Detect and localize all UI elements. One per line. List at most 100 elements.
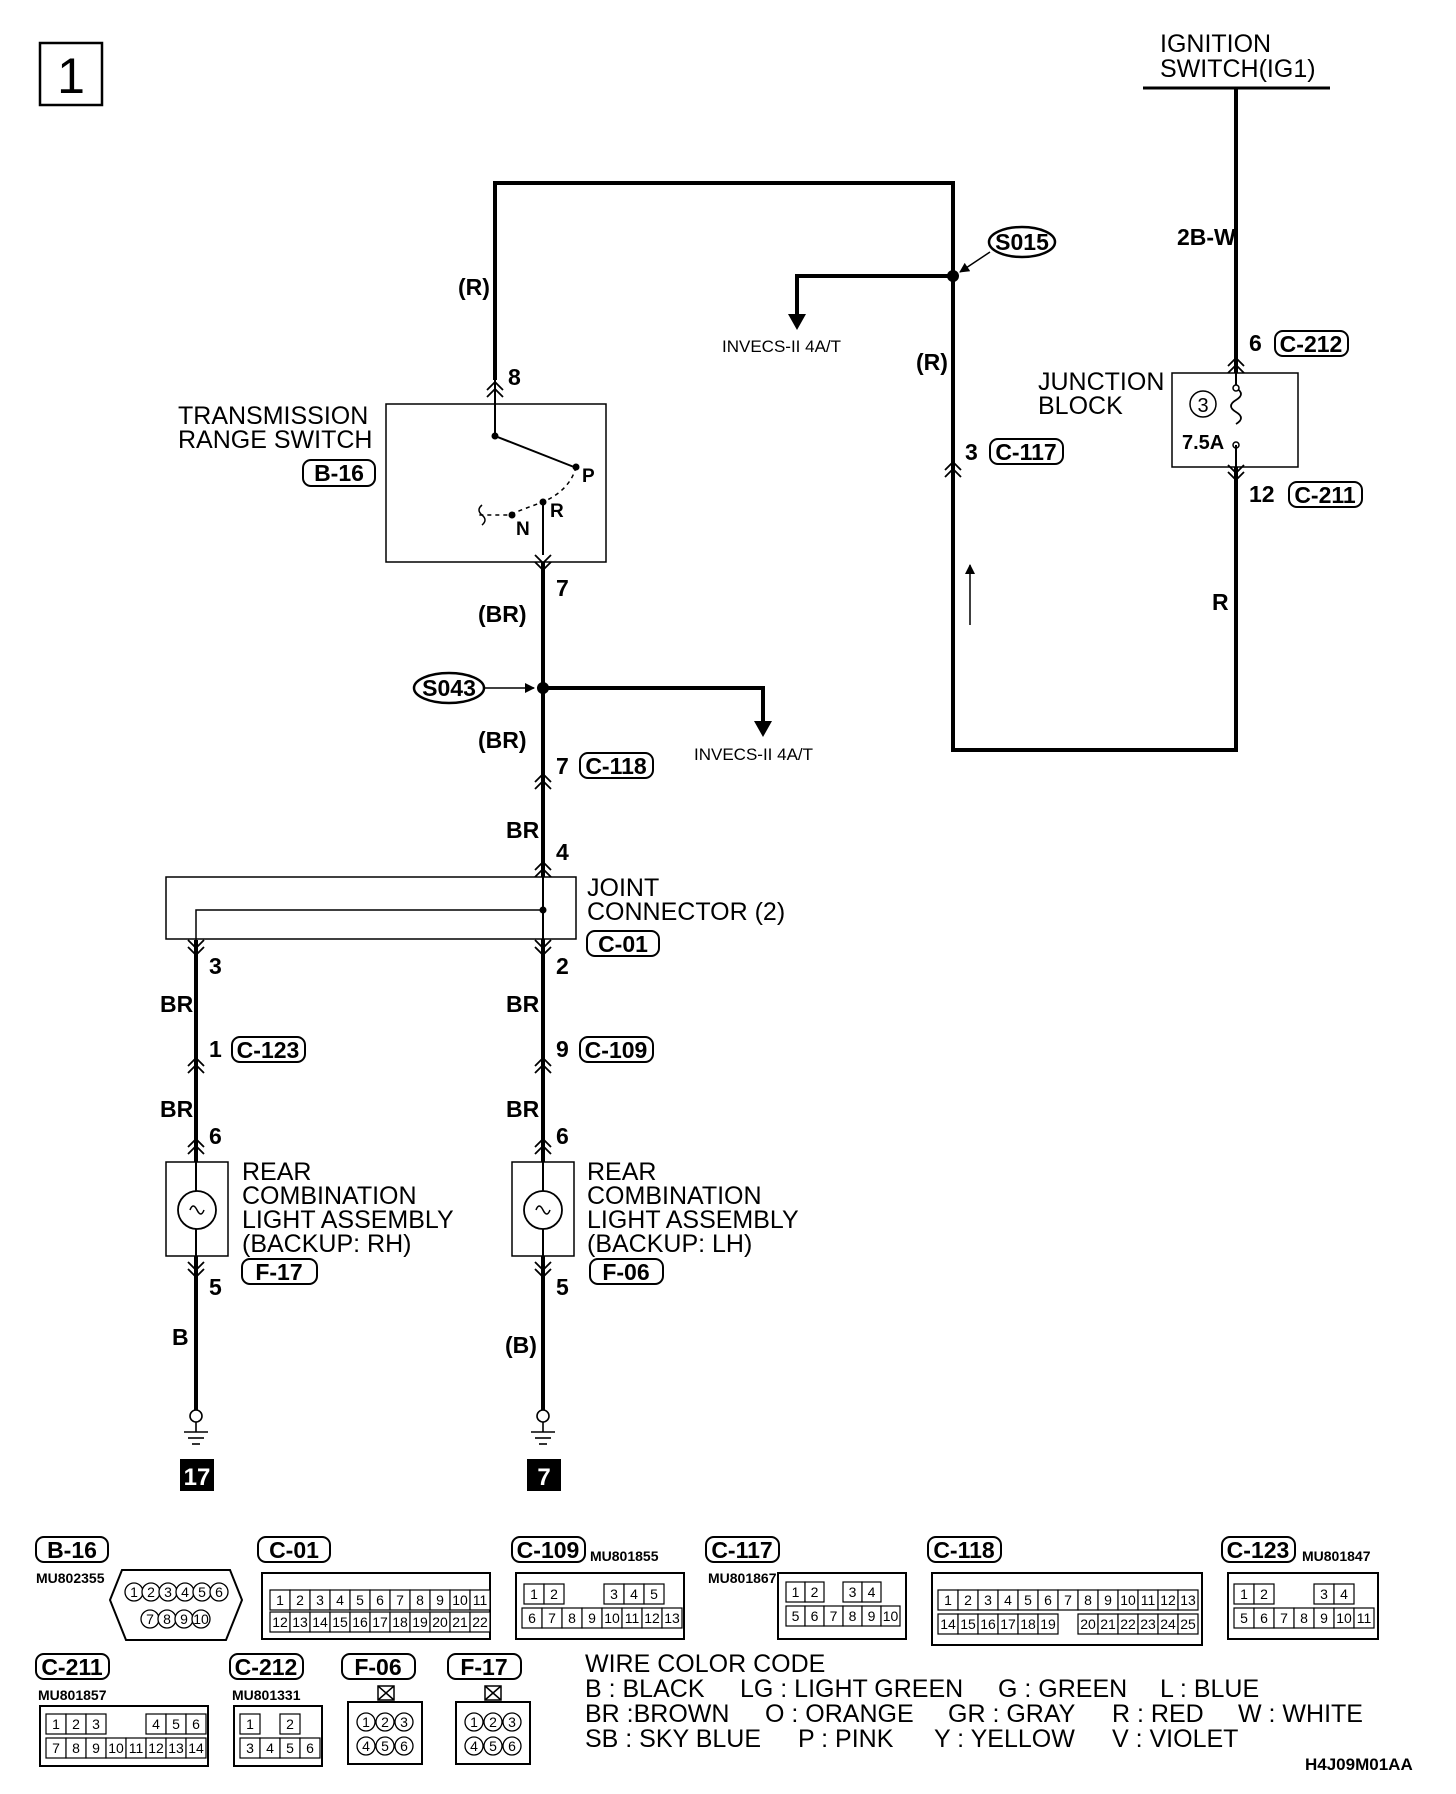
pin-cell-label: 5 (489, 1738, 497, 1754)
pin-cell-label: 1 (944, 1592, 952, 1608)
pin-cell-label: 4 (630, 1586, 638, 1602)
invecs-label-top: INVECS-II 4A/T (722, 337, 841, 356)
pin-cell-label: 14 (312, 1614, 328, 1630)
ref-label-f17: F-17 (255, 1259, 302, 1285)
trs-label-r: R (550, 501, 564, 522)
ignition-label-1: IGNITION (1160, 30, 1271, 58)
pin-cell-label: 5 (1024, 1592, 1032, 1608)
pin-cell-label: 20 (432, 1614, 448, 1630)
pin-cell (356, 1712, 376, 1732)
ref-box-c117 (989, 438, 1064, 465)
pin-cell-label: 22 (1120, 1616, 1136, 1632)
pin-cell-label: 15 (332, 1614, 348, 1630)
pin-cell-label: 3 (400, 1714, 408, 1730)
pin-cell-label: 3 (1320, 1586, 1328, 1602)
pin-cell-label: 8 (72, 1740, 80, 1756)
pin-cell-label: 4 (868, 1584, 876, 1600)
face-c109-shell (515, 1572, 685, 1640)
joint-connector-label-2: CONNECTOR (2) (587, 898, 785, 926)
pin-cell-label: 10 (193, 1611, 209, 1627)
pin-cell (464, 1736, 484, 1756)
color-code-r: R : RED (1112, 1700, 1204, 1728)
pin-cell-label: 6 (376, 1592, 384, 1608)
pin-cell (209, 1582, 229, 1602)
face-ref-c211 (35, 1653, 110, 1680)
pin-cell-label: 19 (412, 1614, 428, 1630)
ref-label-c123: C-123 (237, 1037, 300, 1063)
face-c123-shell (1227, 1572, 1379, 1640)
face-b16-shell (108, 1569, 244, 1641)
pin-cell-label: 14 (188, 1740, 204, 1756)
rear-rh-label-2: COMBINATION (242, 1182, 417, 1210)
pin-cell-label: 15 (960, 1616, 976, 1632)
pin-cell-label: 22 (472, 1614, 488, 1630)
pin-6-left: 6 (209, 1123, 222, 1149)
pin-cell-label: 3 (246, 1740, 254, 1756)
fuse-number-circle (1189, 390, 1217, 418)
pin-cell-label: 2 (550, 1586, 558, 1602)
pin-cell-label: 13 (664, 1610, 680, 1626)
pin-cell-label: 3 (316, 1592, 324, 1608)
pin-cell-label: 6 (215, 1584, 223, 1600)
ref-label-f06: F-06 (602, 1259, 649, 1285)
pin-cell-label: 2 (286, 1716, 294, 1732)
pin-cell-label: 3 (508, 1714, 516, 1730)
pin-cell-label: 1 (530, 1586, 538, 1602)
pin-3-jc: 3 (209, 953, 222, 979)
pin-12-c211: 12 (1249, 481, 1275, 507)
pin-cell-label: 2 (296, 1592, 304, 1608)
pin-cell-label: 2 (381, 1714, 389, 1730)
pin-cell-label: 1 (362, 1714, 370, 1730)
pin-cell-label: 6 (1260, 1610, 1268, 1626)
color-code-o: O : ORANGE (765, 1700, 914, 1728)
ref-label-c212: C-212 (1280, 331, 1343, 357)
pin-cell-label: 2 (147, 1584, 155, 1600)
pin-cell-label: 5 (286, 1740, 294, 1756)
pin-cell (483, 1736, 503, 1756)
face-f17-latch-icon (484, 1685, 502, 1701)
pin-cell-label: 4 (266, 1740, 274, 1756)
wire-label-br-left-2: BR (160, 1096, 194, 1122)
pin-cell (1177, 1613, 1199, 1635)
face-ref-c109 (511, 1536, 586, 1563)
pin-cell-label: 5 (1240, 1610, 1248, 1626)
pin-cell-label: 6 (1044, 1592, 1052, 1608)
pin-cell-label: 8 (416, 1592, 424, 1608)
pin-cell-label: 2 (1260, 1586, 1268, 1602)
pin-cell (464, 1712, 484, 1732)
pin-cell-label: 20 (1080, 1616, 1096, 1632)
ref-label-c117: C-117 (995, 439, 1056, 465)
pin-cell-label: 8 (568, 1610, 576, 1626)
splice-tag-s015 (987, 225, 1057, 259)
pin-cell-label: 12 (644, 1610, 660, 1626)
face-ref-b16 (35, 1536, 109, 1563)
rear-rh-label-3: LIGHT ASSEMBLY (242, 1206, 454, 1234)
fuse-symbol (1230, 387, 1242, 425)
face-part-c212: MU801331 (232, 1687, 301, 1703)
face-label-c212: C-212 (235, 1654, 298, 1680)
pin-cell-label: 18 (392, 1614, 408, 1630)
wire-label-2bw: 2B-W (1177, 224, 1236, 250)
pin-cell-label: 11 (129, 1740, 144, 1756)
pin-cell (394, 1712, 414, 1732)
pin-cell-label: 1 (246, 1716, 254, 1732)
junction-label-2: BLOCK (1038, 392, 1123, 420)
pin-cell-label: 9 (868, 1608, 876, 1624)
ref-box-c212 (1274, 330, 1349, 357)
pin-cell-label: 11 (1141, 1592, 1156, 1608)
pin-cell (375, 1712, 395, 1732)
pin-1-c123: 1 (209, 1036, 222, 1062)
pin-cell (85, 1713, 107, 1735)
face-part-c123: MU801847 (1302, 1548, 1371, 1564)
trs-label-n: N (516, 519, 530, 540)
pin-cell (375, 1736, 395, 1756)
connector-refs (231, 330, 1363, 1285)
joint-connector-box (165, 876, 577, 940)
face-part-b16: MU802355 (36, 1570, 105, 1586)
pin-cell (185, 1713, 207, 1735)
pin-cell-label: 1 (1240, 1586, 1248, 1602)
pin-cell-label: 4 (1340, 1586, 1348, 1602)
face-ref-f06 (341, 1653, 416, 1680)
pin-cell-label: 1 (130, 1584, 138, 1600)
